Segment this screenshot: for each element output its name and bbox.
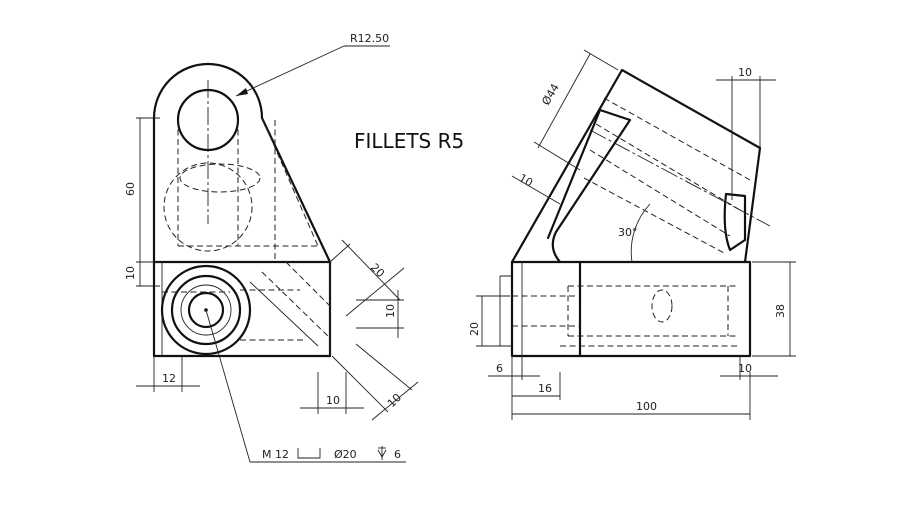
hidden-line	[261, 117, 319, 247]
hidden-line	[261, 271, 331, 339]
dim-line	[341, 239, 401, 301]
dim-line	[511, 175, 561, 205]
radius-leader	[235, 45, 345, 97]
cbore-circle-thread	[180, 284, 232, 336]
dim-ext	[583, 49, 619, 71]
side-view: Ø44 10 10 30° 38 20 6 16 100	[468, 49, 796, 420]
angle-label: 30°	[618, 226, 638, 239]
radius-label: R12.50	[350, 32, 389, 45]
hidden-ellipse	[651, 289, 673, 323]
rib-line	[249, 281, 319, 347]
dim-wall-10-label: 10	[517, 171, 536, 189]
dim-ext	[355, 343, 413, 391]
dim-ext	[533, 141, 581, 171]
angle-arc	[630, 203, 651, 263]
dim-rib-20-label: 20	[368, 261, 387, 280]
dim-line	[371, 381, 419, 421]
side-base-outline	[510, 260, 752, 358]
hidden-line	[589, 149, 731, 237]
depth-symbol-icon	[377, 446, 387, 460]
dim-16-label: 16	[538, 382, 552, 395]
cbore-circle	[170, 274, 242, 346]
dim-br-10-label: 10	[738, 362, 752, 375]
hidden-circle	[163, 162, 253, 252]
front-view: R12.50 60 10 12 10 20 10 10	[124, 32, 419, 463]
cbore-dia-label: Ø20	[334, 448, 357, 461]
hidden-ellipse	[179, 163, 261, 193]
hidden-line	[603, 97, 751, 181]
dim-line	[537, 53, 591, 149]
side-arm-inner	[546, 108, 632, 264]
dim-dia-44-label: Ø44	[539, 81, 562, 107]
depth-label: 6	[394, 448, 401, 461]
arm-centerline	[589, 129, 771, 227]
dim-100-label: 100	[636, 400, 657, 413]
front-base-outline	[152, 260, 332, 358]
dim-ext	[329, 243, 351, 263]
cbore-outer-circle	[160, 264, 252, 356]
dim-ext	[345, 267, 405, 317]
thread-bore-circle	[187, 291, 225, 329]
dim-38-label: 38	[774, 304, 787, 318]
fillets-note: FILLETS R5	[354, 129, 464, 153]
thread-label: M 12	[262, 448, 289, 461]
front-arm-outline	[152, 62, 332, 264]
dim-base-10-label: 10	[124, 266, 137, 280]
radius-arrow	[236, 88, 248, 96]
dim-6-label: 6	[496, 362, 503, 375]
hidden-line	[583, 177, 727, 255]
dim-top-10-label: 10	[738, 66, 752, 79]
thread-leader	[205, 309, 251, 463]
counterbore-symbol-icon	[297, 448, 321, 459]
dim-60-label: 60	[124, 182, 137, 196]
hidden-line	[285, 261, 331, 307]
dim-20-label: 20	[468, 322, 481, 336]
dim-rib-10-v-label: 10	[384, 304, 397, 318]
side-arm-slot	[723, 192, 747, 252]
side-arm-outline	[510, 68, 762, 264]
dim-bottom-10-label: 10	[326, 394, 340, 407]
side-left-stub	[499, 275, 512, 347]
dim-ext	[331, 355, 389, 413]
dim-12-label: 12	[162, 372, 176, 385]
